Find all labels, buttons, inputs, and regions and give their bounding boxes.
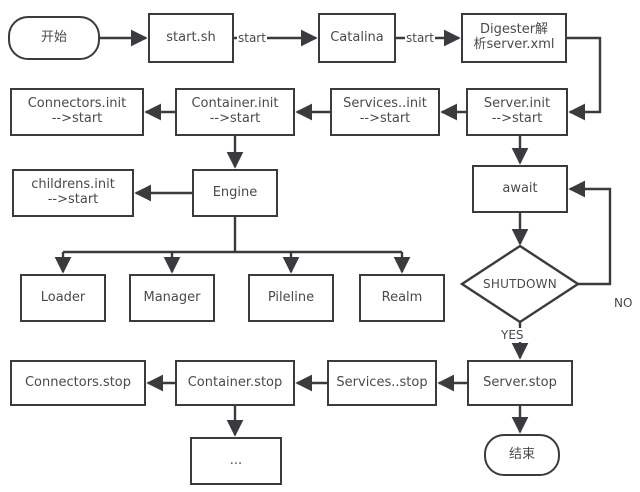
node-manager-label: Manager — [143, 289, 201, 305]
node-start-sh-label: start.sh — [166, 29, 216, 45]
node-container-init-label: Container.init -->start — [191, 96, 279, 126]
node-realm-label: Realm — [381, 289, 423, 305]
node-server-stop[interactable]: Server.stop — [467, 360, 573, 406]
node-loader[interactable]: Loader — [20, 274, 106, 322]
node-container-stop-label: Container.stop — [187, 374, 283, 390]
node-end[interactable]: 结束 — [484, 434, 560, 476]
node-connectors-stop-label: Connectors.stop — [24, 374, 132, 390]
node-end-label: 结束 — [508, 446, 535, 462]
node-await[interactable]: await — [472, 165, 568, 213]
node-pileline[interactable]: Pileline — [248, 274, 334, 322]
node-start-sh[interactable]: start.sh — [148, 13, 234, 63]
node-server-stop-label: Server.stop — [483, 374, 557, 390]
node-container-init[interactable]: Container.init -->start — [175, 88, 295, 136]
node-start[interactable]: 开始 — [8, 16, 100, 60]
node-childrens-init[interactable]: childrens.init -->start — [12, 169, 134, 217]
node-start-label: 开始 — [40, 29, 67, 45]
node-catalina-label: Catalina — [330, 29, 384, 45]
node-connectors-init-label: Connectors.init -->start — [27, 96, 127, 126]
node-digester-label: Digester解 析server.xml — [473, 22, 555, 52]
node-await-label: await — [502, 180, 538, 196]
node-connectors-init[interactable]: Connectors.init -->start — [10, 88, 144, 136]
edge-label-no: NO — [613, 296, 634, 310]
edge-label-start-2: start — [405, 31, 435, 45]
decision-shutdown-label: SHUTDOWN — [483, 277, 557, 291]
node-pileline-label: Pileline — [267, 289, 315, 305]
node-catalina[interactable]: Catalina — [318, 13, 396, 63]
node-realm[interactable]: Realm — [359, 274, 445, 322]
node-childrens-init-label: childrens.init -->start — [31, 177, 115, 207]
edge-label-yes: YES — [500, 328, 525, 342]
edge-digester-to-serverinit — [567, 36, 602, 121]
edge-label-start-1: start — [237, 31, 267, 45]
node-digester[interactable]: Digester解 析server.xml — [461, 13, 567, 63]
node-loader-label: Loader — [40, 289, 86, 305]
node-server-init[interactable]: Server.init -->start — [466, 88, 568, 136]
node-services-init[interactable]: Services..init -->start — [330, 88, 440, 136]
node-services-stop-label: Services..stop — [336, 374, 428, 390]
node-manager[interactable]: Manager — [129, 274, 215, 322]
node-services-stop[interactable]: Services..stop — [327, 360, 437, 406]
node-ellipsis[interactable]: ... — [190, 437, 282, 485]
node-services-init-label: Services..init -->start — [343, 96, 427, 126]
node-server-init-label: Server.init -->start — [483, 96, 551, 126]
node-connectors-stop[interactable]: Connectors.stop — [10, 360, 146, 406]
node-container-stop[interactable]: Container.stop — [175, 360, 295, 406]
decision-shutdown[interactable]: SHUTDOWN — [462, 246, 578, 322]
node-ellipsis-label: ... — [229, 452, 243, 468]
node-engine[interactable]: Engine — [192, 169, 278, 217]
node-engine-label: Engine — [212, 184, 258, 200]
